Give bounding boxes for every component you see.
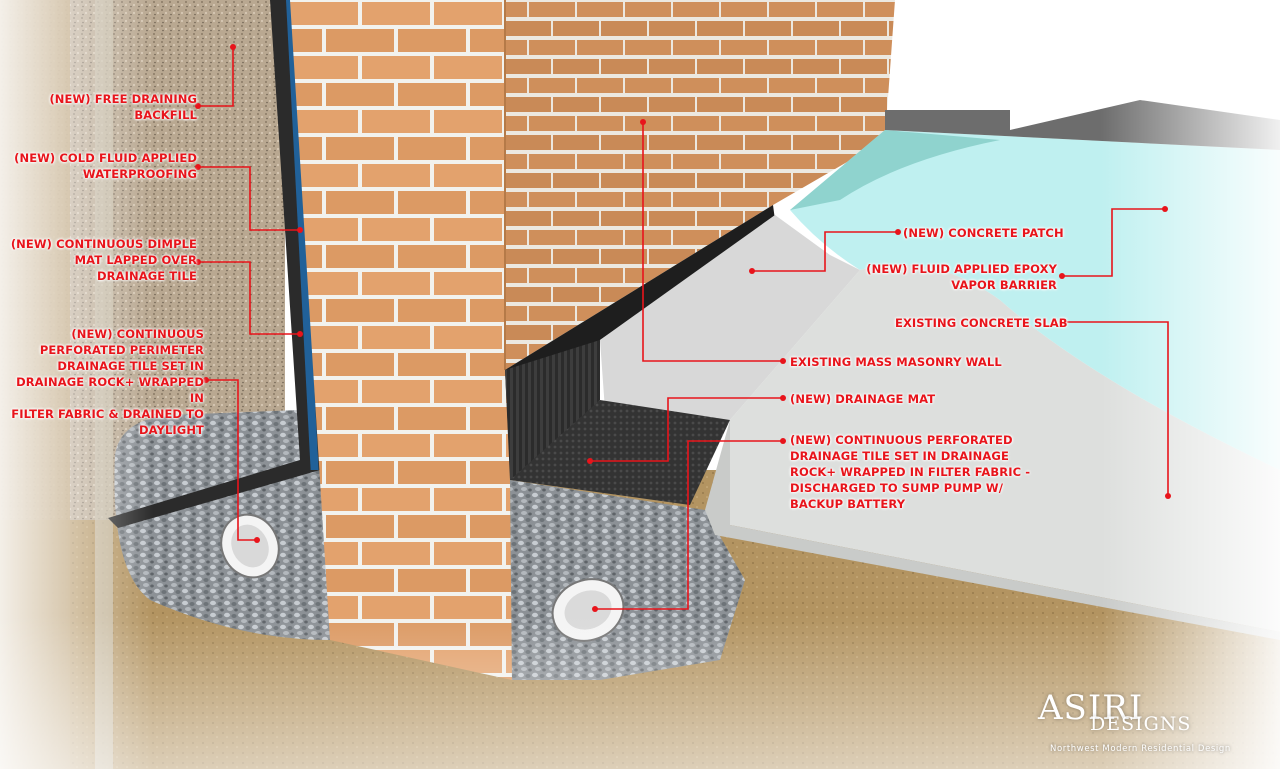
leader-epoxy [1062,208,1165,277]
label-drainage-mat: (NEW) DRAINAGE MAT [790,392,936,406]
leader-waterproofing [198,166,300,231]
leader-interior-tile [595,440,783,610]
label-interior-drainage-tile: (NEW) CONTINUOUS PERFORATED DRAINAGE TIL… [790,433,1031,511]
leader-drainage-mat [590,397,783,462]
label-concrete-patch: (NEW) CONCRETE PATCH [903,226,1064,240]
label-existing-masonry-wall: EXISTING MASS MASONRY WALL [790,355,1002,369]
label-free-draining-backfill: (NEW) FREE DRAINING BACKFILL [49,92,197,122]
label-existing-concrete-slab: EXISTING CONCRETE SLAB [895,316,1068,330]
leader-dimple-mat [198,261,300,335]
leader-slab [1062,321,1169,496]
leader-perimeter-tile [206,379,257,541]
leader-masonry [642,122,783,362]
callout-leaders [198,47,1169,610]
callout-dots [195,44,1171,612]
leader-concrete-patch [752,231,898,272]
leader-backfill [198,47,234,107]
brand-tagline: Northwest Modern Residential Design [1050,744,1231,754]
label-perimeter-drainage-tile: (NEW) CONTINUOUS PERFORATED PERIMETER DR… [11,327,204,437]
label-epoxy-vapor-barrier: (NEW) FLUID APPLIED EPOXY VAPOR BARRIER [866,262,1057,292]
label-dimple-mat: (NEW) CONTINUOUS DIMPLE MAT LAPPED OVER … [10,237,197,283]
brand-logo-name: ASIRI [1038,688,1144,728]
brand-logo-sub: DESIGNS [1090,713,1192,735]
label-cold-fluid-waterproofing: (NEW) COLD FLUID APPLIED WATERPROOFING [14,151,197,181]
